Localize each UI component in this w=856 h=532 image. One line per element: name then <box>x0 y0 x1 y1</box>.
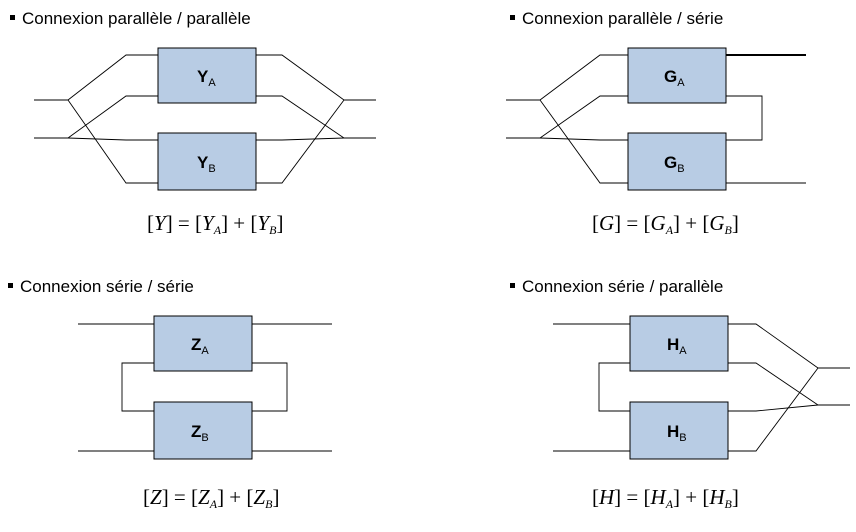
title-parallel-series: Connexion parallèle / série <box>510 9 723 29</box>
block-label-ga: GA <box>664 67 685 89</box>
wires <box>78 323 332 452</box>
title-text: Connexion série / parallèle <box>522 277 724 296</box>
title-text: Connexion parallèle / parallèle <box>22 9 251 28</box>
block-yb <box>157 132 257 191</box>
title-text: Connexion parallèle / série <box>522 9 724 28</box>
title-parallel-parallel: Connexion parallèle / parallèle <box>10 9 251 29</box>
title-text: Connexion série / série <box>20 277 194 296</box>
panel-series-series: ZA ZB [Z] = [ZA] + [ZB] <box>78 315 332 511</box>
block-ha <box>629 315 729 372</box>
block-label-ha: HA <box>667 335 687 357</box>
block-gb <box>627 132 727 191</box>
wires <box>506 54 806 184</box>
block-zb <box>153 401 253 460</box>
block-za <box>153 315 253 372</box>
equation-z: [Z] = [ZA] + [ZB] <box>143 485 279 511</box>
block-label-yb: YB <box>197 153 216 175</box>
wires <box>553 323 850 452</box>
bullet-icon <box>510 283 515 288</box>
title-series-series: Connexion série / série <box>8 277 194 297</box>
block-ga <box>627 47 727 104</box>
block-label-za: ZA <box>191 335 209 357</box>
block-label-zb: ZB <box>191 422 209 444</box>
block-label-gb: GB <box>664 153 685 175</box>
equation-h: [H] = [HA] + [HB] <box>592 485 739 511</box>
bullet-icon <box>8 283 13 288</box>
title-series-parallel: Connexion série / parallèle <box>510 277 723 297</box>
equation-g: [G] = [GA] + [GB] <box>592 211 739 237</box>
wires <box>34 54 376 184</box>
panel-series-parallel: HA HB [H] = [HA] + [HB] <box>553 315 850 511</box>
block-ya <box>157 47 257 104</box>
bullet-icon <box>10 15 15 20</box>
block-label-ya: YA <box>197 67 216 89</box>
equation-y: [Y] = [YA] + [YB] <box>147 211 283 237</box>
block-label-hb: HB <box>667 422 687 444</box>
block-hb <box>629 401 729 460</box>
panel-parallel-series: GA GB [G] = [GA] + [GB] <box>506 47 806 237</box>
panel-parallel-parallel: YA YB [Y] = [YA] + [YB] <box>34 47 376 237</box>
bullet-icon <box>510 15 515 20</box>
